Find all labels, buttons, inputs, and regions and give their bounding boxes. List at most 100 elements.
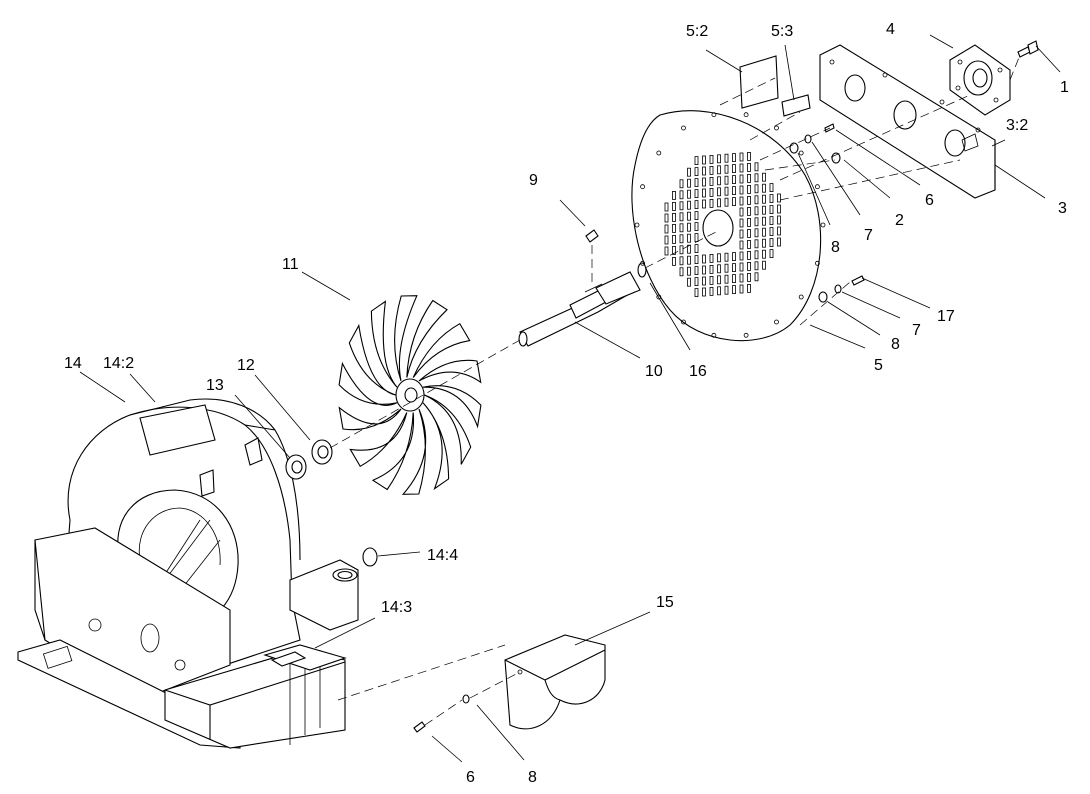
grille-slot bbox=[747, 283, 751, 293]
grille-slot bbox=[754, 228, 759, 238]
grille-slot bbox=[709, 286, 714, 296]
lockwasher-7-upper bbox=[804, 134, 812, 144]
grille-slot bbox=[702, 265, 706, 275]
grille-slot bbox=[679, 256, 684, 266]
grille-slot bbox=[754, 206, 759, 216]
callout-6-lower: 6 bbox=[466, 769, 475, 786]
impeller-blade bbox=[394, 295, 418, 382]
grille-slot bbox=[694, 167, 699, 177]
grille-slot bbox=[769, 238, 774, 248]
grille-slot bbox=[777, 193, 781, 203]
rim-hole bbox=[634, 222, 640, 228]
grille-slot bbox=[694, 189, 699, 199]
impeller-blade bbox=[349, 412, 408, 468]
grille-slot bbox=[747, 239, 751, 249]
housing-label-plate bbox=[139, 404, 216, 456]
grille-slot bbox=[747, 184, 751, 194]
grille-slot bbox=[687, 266, 691, 276]
grille-slot bbox=[664, 224, 669, 234]
impeller-blade bbox=[371, 412, 415, 491]
grille-slot bbox=[694, 277, 699, 287]
grille-slot bbox=[732, 186, 736, 196]
grille-slot bbox=[739, 207, 744, 217]
callout-17: 17 bbox=[937, 308, 955, 325]
grille-slot bbox=[679, 179, 684, 189]
grille-slot bbox=[754, 173, 759, 183]
grille-slot bbox=[672, 234, 676, 244]
rim-hole bbox=[774, 319, 779, 325]
grille-slot bbox=[739, 218, 744, 228]
grille-slot bbox=[724, 164, 729, 174]
grille-slot bbox=[732, 175, 736, 185]
back-plate bbox=[631, 110, 826, 342]
grille-slot bbox=[702, 155, 706, 165]
grille-slot bbox=[732, 285, 736, 295]
grille-slot bbox=[709, 154, 714, 164]
grille-slot bbox=[739, 273, 744, 283]
washer-8-guard bbox=[462, 694, 470, 704]
grille-slot bbox=[739, 163, 744, 173]
grille-slot bbox=[694, 211, 699, 221]
grille-slot bbox=[717, 165, 721, 175]
grille-slot bbox=[687, 178, 691, 188]
rim-hole bbox=[820, 222, 826, 228]
flange-bearing bbox=[949, 44, 1011, 116]
leader-lines bbox=[79, 34, 1061, 763]
lockwasher-7-lower bbox=[834, 284, 842, 294]
grille-slot bbox=[739, 185, 744, 195]
grille-slot bbox=[717, 275, 721, 285]
bolt-1 bbox=[1017, 40, 1039, 58]
grille-slot bbox=[762, 216, 766, 226]
outlet-guard bbox=[504, 634, 606, 730]
grille-slot bbox=[754, 195, 759, 205]
impeller-blade bbox=[401, 408, 427, 495]
duct-label-plate bbox=[270, 651, 307, 667]
impeller-blade bbox=[412, 322, 471, 378]
grille-slot bbox=[762, 205, 766, 215]
bearing-plate bbox=[819, 44, 996, 199]
grille-slot bbox=[724, 197, 729, 207]
grille-slot bbox=[732, 274, 736, 284]
fan-shaft bbox=[518, 271, 641, 347]
grille-slot bbox=[672, 212, 676, 222]
grille-slot bbox=[702, 166, 706, 176]
grille-slot bbox=[754, 272, 759, 282]
grille-slot bbox=[664, 235, 669, 245]
grille-slot bbox=[732, 252, 736, 262]
grille-slot bbox=[679, 201, 684, 211]
grille-slot bbox=[679, 267, 684, 277]
grille-slot bbox=[687, 255, 691, 265]
callout-8-upper: 8 bbox=[831, 239, 840, 256]
callout-13: 13 bbox=[206, 377, 224, 394]
callout-16: 16 bbox=[689, 363, 707, 380]
grille-slot bbox=[724, 175, 729, 185]
callout-14-3: 14:3 bbox=[381, 599, 412, 616]
grille-slot bbox=[754, 217, 759, 227]
callout-3: 3 bbox=[1058, 200, 1067, 217]
impeller-blade bbox=[406, 299, 448, 378]
rim-hole bbox=[798, 150, 804, 156]
impeller-blade bbox=[418, 359, 482, 384]
grille-slot bbox=[694, 156, 699, 166]
callout-labels: 1 2 3 3:2 4 5 5:2 5:3 6 6 7 7 8 8 8 9 10… bbox=[64, 21, 1069, 786]
impeller-blade bbox=[424, 394, 472, 465]
grille-slot bbox=[717, 264, 721, 274]
callout-8-guard: 8 bbox=[528, 769, 537, 786]
callout-5: 5 bbox=[874, 357, 883, 374]
grille-slot bbox=[724, 252, 729, 262]
impeller-blade bbox=[348, 323, 396, 396]
rim-hole bbox=[640, 184, 645, 190]
grille-slot bbox=[694, 222, 699, 232]
grille-slot bbox=[687, 233, 691, 243]
grille-slot bbox=[747, 272, 751, 282]
nut-2 bbox=[831, 152, 841, 164]
grille-slot bbox=[702, 254, 706, 264]
grille-slot bbox=[747, 217, 751, 227]
grille-slot bbox=[679, 212, 684, 222]
grille-slot bbox=[732, 263, 736, 273]
grille-slot bbox=[769, 183, 774, 193]
grille-slot bbox=[762, 238, 766, 248]
grille-slot bbox=[762, 183, 766, 193]
rim-hole bbox=[681, 125, 686, 131]
